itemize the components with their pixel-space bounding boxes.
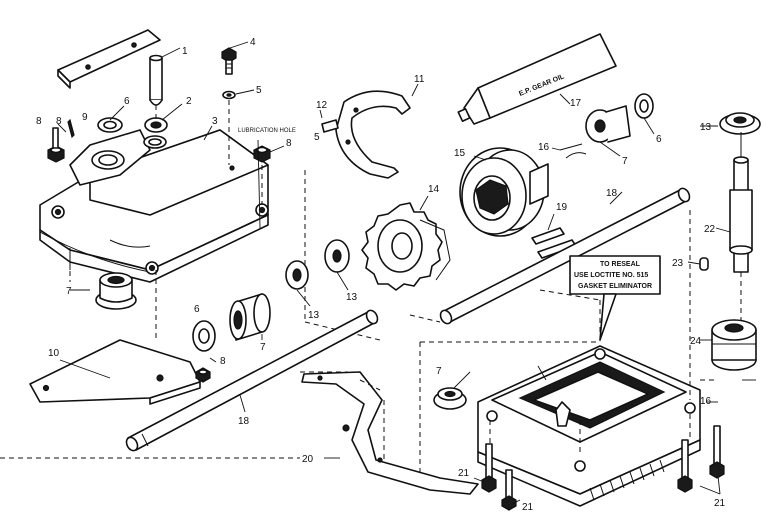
part-23-key bbox=[699, 257, 709, 271]
callout-22: 22 bbox=[704, 224, 716, 235]
part-21-bolt-left bbox=[481, 443, 497, 493]
callout-6-right: 6 bbox=[656, 134, 662, 145]
callout-16-pin: 16 bbox=[538, 142, 550, 153]
part-7-bushing-left bbox=[95, 272, 137, 310]
callout-7-housing: 7 bbox=[436, 366, 442, 377]
callout-8-upper-right: 8 bbox=[286, 138, 292, 149]
part-8-nut-right bbox=[253, 145, 271, 163]
callout-7-right: 7 bbox=[622, 156, 628, 167]
callout-9: 9 bbox=[82, 112, 88, 123]
part-4-bolt bbox=[221, 47, 237, 75]
part-7-bushing-lower bbox=[229, 293, 271, 341]
part-6-washer-lower bbox=[192, 320, 216, 352]
callout-21-right: 21 bbox=[714, 498, 726, 509]
assembly-guide-lines-lower bbox=[0, 210, 742, 472]
callout-12: 12 bbox=[316, 100, 328, 111]
part-20-bracket bbox=[301, 371, 479, 495]
callout-5-key: 5 bbox=[314, 132, 320, 143]
part-10-bracket bbox=[29, 339, 201, 405]
callout-4: 4 bbox=[250, 37, 256, 48]
callout-21-left: 21 bbox=[458, 468, 470, 479]
callout-14: 14 bbox=[428, 184, 440, 195]
callout-7-lower: 7 bbox=[260, 342, 266, 353]
part-3-upper-housing bbox=[39, 129, 269, 283]
part-6-washer-right bbox=[634, 93, 654, 119]
callout-19: 19 bbox=[556, 202, 568, 213]
part-18-shaft-upper bbox=[439, 187, 691, 325]
part-8-nut-lower bbox=[195, 367, 211, 383]
lubrication-hole-label: LUBRICATION HOLE bbox=[238, 128, 296, 134]
part-6-washer-upper bbox=[97, 117, 123, 133]
part-19-key bbox=[531, 227, 565, 245]
part-21-bolt-right2 bbox=[709, 425, 725, 479]
part-21-bolt-right1 bbox=[677, 439, 693, 493]
callout-17: 17 bbox=[570, 98, 582, 109]
callout-1: 1 bbox=[182, 46, 188, 57]
callout-13-right: 13 bbox=[346, 292, 358, 303]
part-14-gear bbox=[361, 202, 451, 291]
part-18-shaft-lower bbox=[125, 309, 379, 452]
callout-labels: 1 2 3 4 5 5 6 6 6 7 7 7 7 8 8 8 8 9 10 1… bbox=[36, 37, 726, 513]
callout-5-upper: 5 bbox=[256, 85, 262, 96]
part-13-cap bbox=[719, 112, 761, 135]
leader-lines bbox=[57, 41, 756, 505]
part-21-bolt-middle bbox=[501, 469, 517, 511]
part-9-screw bbox=[67, 118, 75, 139]
reseal-note-line-1: TO RESEAL bbox=[600, 261, 641, 268]
callout-7-left: 7 bbox=[66, 286, 72, 297]
callout-21-middle: 21 bbox=[522, 502, 534, 513]
part-22-vertical-shaft bbox=[729, 132, 753, 273]
reseal-note-line-3: GASKET ELIMINATOR bbox=[578, 283, 652, 290]
part-7-bushing-right bbox=[585, 105, 631, 143]
part-5-washer bbox=[222, 90, 236, 100]
callout-13-left: 13 bbox=[308, 310, 320, 321]
part-11-bracket bbox=[335, 90, 411, 179]
callout-6-upper: 6 bbox=[124, 96, 130, 107]
part-24-pulley bbox=[711, 319, 757, 371]
part-7-bushing-housing bbox=[433, 387, 467, 410]
part-13-spacer-right bbox=[324, 239, 350, 273]
callout-18-upper: 18 bbox=[606, 188, 618, 199]
callout-10: 10 bbox=[48, 348, 60, 359]
part-15-pulley bbox=[459, 147, 549, 237]
reseal-note-box bbox=[569, 255, 661, 341]
callout-18-lower: 18 bbox=[238, 416, 250, 427]
part-1-plate bbox=[57, 29, 181, 89]
callout-11: 11 bbox=[414, 74, 425, 85]
part-pin-upper bbox=[149, 54, 163, 106]
callout-2: 2 bbox=[186, 96, 192, 107]
part-17-gear-oil-tube bbox=[457, 33, 617, 125]
callout-15: 15 bbox=[454, 148, 466, 159]
callout-8-mid: 8 bbox=[56, 116, 62, 127]
callout-8-lower: 8 bbox=[220, 356, 226, 367]
part-8-nut-upper bbox=[47, 127, 65, 163]
callout-16-housing: 16 bbox=[700, 396, 712, 407]
callout-23: 23 bbox=[672, 258, 684, 269]
callout-20: 20 bbox=[302, 454, 314, 465]
part-3-lower-housing bbox=[477, 345, 701, 507]
callout-24: 24 bbox=[690, 336, 702, 347]
callout-6-lower: 6 bbox=[194, 304, 200, 315]
part-12-key bbox=[321, 119, 351, 145]
part-13-spacer-left bbox=[285, 260, 309, 290]
callout-8-upper-left: 8 bbox=[36, 116, 42, 127]
callout-13-cap: 13 bbox=[700, 122, 712, 133]
callout-3-upper: 3 bbox=[212, 116, 218, 127]
reseal-note-line-2: USE LOCTITE NO. 515 bbox=[574, 272, 648, 279]
